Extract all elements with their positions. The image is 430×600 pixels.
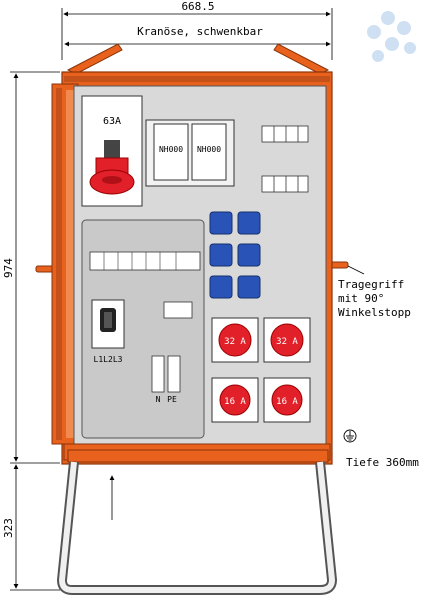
fuse-right-label: NH000 (197, 145, 221, 154)
width-dimension: 668.5 (61, 0, 333, 60)
schuko-sockets (209, 211, 261, 299)
main-socket-compartment: 63A (81, 95, 143, 207)
socket-16a-left-label: 16 A (224, 397, 246, 407)
socket-32a-right-label: 32 A (276, 337, 298, 347)
main-rotary-switch: L1L2L3 (91, 299, 125, 364)
terminal-n-label: N (156, 395, 161, 404)
terminal-pe-label: PE (167, 395, 177, 404)
cee-socket-32a-left: 32 A (211, 317, 259, 363)
switch-terminals-label: L1L2L3 (94, 355, 123, 364)
depth-label: Tiefe 360mm (346, 456, 419, 469)
crane-eyelet-label: Kranöse, schwenkbar (137, 25, 263, 38)
handle-line-3: Winkelstopp (338, 306, 411, 319)
nh-fuse-holders: NH000 NH000 (145, 119, 235, 187)
height-label: 974 (2, 258, 15, 278)
upper-breakers (261, 125, 309, 193)
cee-socket-16a-left: 16 A (211, 377, 259, 423)
socket-32a-left-label: 32 A (224, 337, 246, 347)
ground-symbol-icon (343, 429, 357, 443)
crane-eyelets (66, 43, 330, 75)
handle-annotation: Tragegriff mit 90° Winkelstopp (338, 278, 411, 319)
cee-socket-32a-right: 32 A (263, 317, 311, 363)
handle-line-1: Tragegriff (338, 278, 404, 291)
cee-socket-16a-right: 16 A (263, 377, 311, 423)
handle-line-2: mit 90° (338, 292, 384, 305)
stand-height-label: 323 (2, 518, 15, 538)
width-label: 668.5 (181, 0, 214, 13)
height-dimension: 974 323 (2, 71, 60, 591)
n-pe-terminals: N PE (151, 355, 181, 404)
main-socket-rating: 63A (103, 116, 121, 127)
fuse-left-label: NH000 (159, 145, 183, 154)
socket-16a-right-label: 16 A (276, 397, 298, 407)
stand-frame (56, 449, 338, 595)
crane-eyelet-annotation: Kranöse, schwenkbar (64, 25, 331, 47)
droplet-cluster-logo (367, 11, 416, 62)
